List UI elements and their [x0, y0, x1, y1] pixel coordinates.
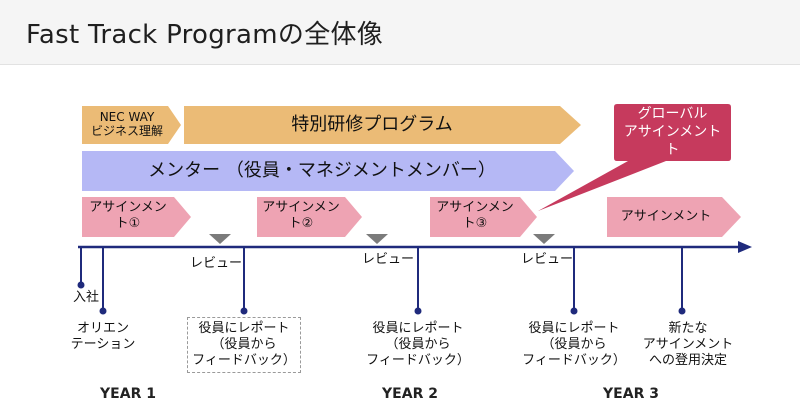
special-training-arrow [184, 106, 581, 144]
report-3-line2: （役員から [541, 337, 607, 352]
review-marker-2 [366, 234, 388, 244]
review-label-3: レビュー [520, 252, 573, 267]
timeline-arrowhead [738, 241, 752, 253]
orientation-line2: テーション [70, 337, 136, 352]
assignment-2-line2: ト② [288, 216, 314, 231]
assignment-3-label: アサインメン ト③ [430, 200, 520, 232]
report-1-line3: フィードバック） [192, 353, 296, 368]
assignment-3-line2: ト③ [462, 216, 488, 231]
assignment-1-label: アサインメン ト① [82, 200, 174, 232]
milestone-report-3-dot [570, 307, 578, 315]
page-title: Fast Track Programの全体像 [26, 20, 384, 50]
year-2-label: YEAR 2 [382, 386, 438, 402]
report-2-line3: フィードバック） [366, 353, 470, 368]
assignment-1-arrow [82, 197, 191, 237]
global-line3: ト [665, 142, 680, 158]
assignment-4-arrow [607, 197, 741, 237]
mentor-arrow [82, 151, 574, 191]
milestone-join-dot [77, 281, 85, 289]
report-1-label: 役員にレポート （役員から フィードバック） [187, 317, 301, 373]
review-marker-3 [533, 234, 555, 244]
new-assign-line2: アサインメント [642, 337, 734, 352]
global-line1: グローバル [637, 106, 708, 122]
review-label-2: レビュー [361, 252, 414, 267]
nec-way-line2: ビジネス理解 [90, 124, 163, 138]
orientation-label: オリエン テーション [63, 321, 143, 353]
join-label: 入社 [72, 290, 99, 305]
review-label-1: レビュー [189, 256, 242, 271]
special-training-label: 特別研修プログラム [291, 114, 453, 135]
mentor-label: メンター （役員・マネジメントメンバー） [148, 160, 496, 181]
milestone-report-2-dot [414, 307, 422, 315]
new-assign-line3: への登用決定 [648, 353, 727, 368]
assignment-4-label: アサインメント [620, 209, 712, 224]
report-2-line2: （役員から [385, 337, 451, 352]
global-assignment-label: グローバル アサインメント ト [614, 105, 731, 159]
new-assignment-label: 新たな アサインメント への登用決定 [636, 321, 740, 369]
year-3-label: YEAR 3 [603, 386, 659, 402]
report-3-label: 役員にレポート （役員から フィードバック） [517, 321, 631, 369]
milestone-report-1-dot [240, 307, 248, 315]
orientation-line1: オリエン [76, 321, 129, 336]
nec-way-arrow [82, 106, 181, 144]
year-1-label: YEAR 1 [100, 386, 156, 402]
assignment-2-line1: アサインメン [262, 200, 340, 215]
global-assignment-callout [538, 104, 731, 211]
report-1-line1: 役員にレポート [198, 321, 290, 336]
header-bar: Fast Track Programの全体像 [0, 0, 800, 65]
milestone-orientation-dot [99, 307, 107, 315]
report-2-line1: 役員にレポート [372, 321, 464, 336]
report-1-line2: （役員から [211, 337, 277, 352]
assignment-1-line1: アサインメン [89, 200, 167, 215]
assignment-2-label: アサインメン ト② [257, 200, 345, 232]
new-assign-line1: 新たな [668, 321, 708, 336]
report-3-line3: フィードバック） [522, 353, 626, 368]
assignment-2-arrow [257, 197, 362, 237]
global-line2: アサインメント [623, 124, 722, 140]
assignment-1-line2: ト① [115, 216, 141, 231]
report-3-line1: 役員にレポート [528, 321, 620, 336]
report-2-label: 役員にレポート （役員から フィードバック） [361, 321, 475, 369]
assignment-3-arrow [430, 197, 537, 237]
assignment-3-line1: アサインメン [436, 200, 514, 215]
review-marker-1 [209, 234, 231, 244]
nec-way-label: NEC WAY ビジネス理解 [82, 110, 172, 138]
nec-way-line1: NEC WAY [99, 110, 155, 124]
milestone-new-assign-dot [678, 307, 686, 315]
